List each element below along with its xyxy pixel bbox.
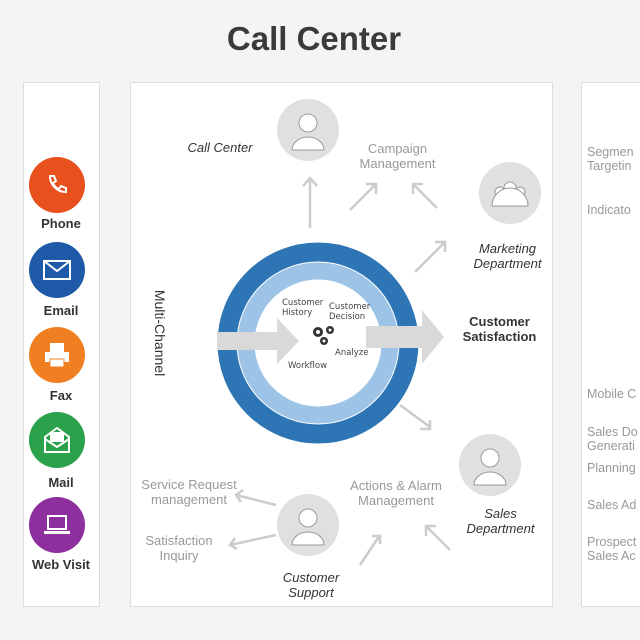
- fax-icon: [29, 327, 85, 383]
- node-sales-department: Sales Department: [466, 506, 535, 536]
- node-call-center: Call Center: [187, 140, 253, 155]
- support-person-icon: [291, 508, 325, 546]
- right-item: Planning: [587, 461, 636, 475]
- node-campaign-management: Campaign Management: [359, 141, 436, 171]
- customer-satisfaction-label: Customer Satisfaction: [462, 314, 537, 344]
- diagram-panel: [130, 82, 553, 607]
- person-icon: [473, 448, 507, 486]
- node-customer-support: Customer Support: [282, 570, 340, 600]
- laptop-icon: [29, 497, 85, 553]
- gears-icon: [313, 326, 334, 345]
- node-actions-alarm: Actions & Alarm Management: [350, 478, 442, 508]
- node-satisfaction-inquiry: Satisfaction Inquiry: [145, 533, 213, 563]
- right-item: Segmen Targetin: [587, 145, 634, 173]
- right-item: Sales Ad: [587, 498, 637, 512]
- mail-icon: [29, 412, 85, 468]
- right-item: Indicato: [587, 203, 631, 217]
- group-people-icon: [491, 181, 529, 207]
- channel-label-phone: Phone: [41, 216, 81, 231]
- right-item: Sales Do Generati: [587, 425, 638, 453]
- right-item: Mobile C: [587, 387, 637, 401]
- page-title: Call Center: [226, 20, 402, 57]
- analyze-text: Analyze: [335, 348, 369, 358]
- flow-arrows: [228, 176, 451, 566]
- output-arrow: [366, 310, 444, 364]
- customer-decision-text: Customer Decision: [329, 302, 371, 322]
- workflow-text: Workflow: [288, 361, 328, 371]
- channel-label-email: Email: [43, 303, 79, 318]
- channel-label-mail: Mail: [48, 475, 74, 490]
- channel-label-web-visit: Web Visit: [31, 557, 91, 572]
- input-arrow: [217, 318, 299, 364]
- channel-label-fax: Fax: [49, 388, 73, 403]
- headset-person-icon: [291, 113, 325, 151]
- right-item: Prospect Sales Ac: [587, 535, 637, 563]
- envelope-icon: [29, 242, 85, 298]
- phone-icon: [29, 157, 85, 213]
- right-panel: [581, 82, 640, 607]
- customer-history-text: Customer History: [282, 298, 324, 318]
- node-marketing-department: Marketing Department: [473, 241, 542, 271]
- node-service-request: Service Request management: [141, 477, 237, 507]
